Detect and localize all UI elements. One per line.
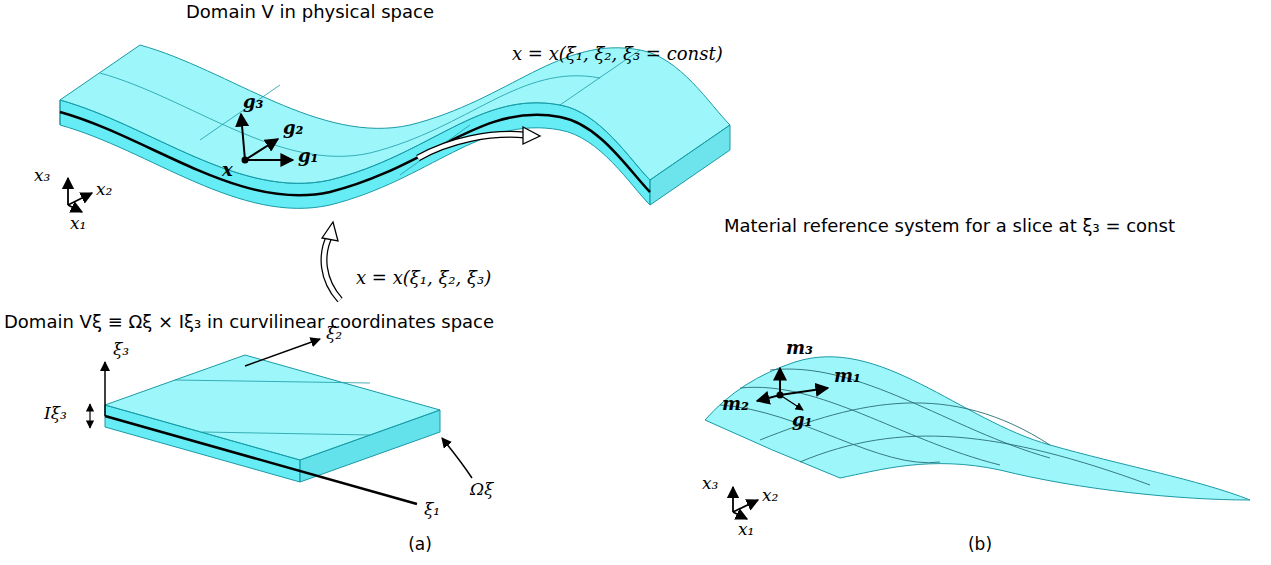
axis-label: ξ₃ xyxy=(113,340,129,360)
drawing-part xyxy=(322,222,338,241)
drawing-part xyxy=(243,158,248,163)
drawing-part xyxy=(200,50,640,175)
vector-label: g₃ xyxy=(243,92,263,113)
axis-label: ξ₂ xyxy=(326,324,342,344)
vector-label: g₁ xyxy=(298,146,318,167)
axis-label: ξ₁ xyxy=(424,500,440,520)
drawing-part xyxy=(705,357,1250,500)
dimension-label: Iξ₃ xyxy=(44,404,67,424)
axis-label: x₁ xyxy=(70,214,86,234)
drawing-part xyxy=(720,369,1150,485)
panel-title: Domain V in physical space xyxy=(186,2,434,23)
parameter-box xyxy=(90,339,472,504)
drawing-part xyxy=(324,235,340,300)
mapping-formula: x = x(ξ₁, ξ₂, ξ₃) xyxy=(356,268,491,289)
drawing-part xyxy=(779,368,781,395)
vector-label: m₃ xyxy=(786,338,813,359)
axis-label: x₃ xyxy=(34,166,50,186)
panel-title: Material reference system for a slice at… xyxy=(724,216,1175,237)
drawing-part xyxy=(732,487,734,512)
global-axes xyxy=(733,487,758,519)
panel-tag: (a) xyxy=(408,535,432,555)
vector-label: m₂ xyxy=(722,394,749,415)
mapping-formula: x = x(ξ₁, ξ₂, ξ₃ = const) xyxy=(512,44,723,65)
mapping-arrow xyxy=(322,127,540,300)
drawing-part xyxy=(523,127,540,144)
drawing-part xyxy=(650,125,730,205)
drawing-part xyxy=(418,134,525,158)
drawing-part xyxy=(245,139,278,160)
slice-surface xyxy=(705,357,1250,500)
drawing-part xyxy=(68,205,82,212)
vector-label: g₁ xyxy=(792,410,812,431)
physical-domain xyxy=(60,45,730,208)
drawing-part xyxy=(104,362,106,416)
drawing-part xyxy=(733,500,758,512)
drawing-part xyxy=(60,112,650,195)
drawing-part xyxy=(418,134,525,158)
point-label: x xyxy=(222,160,233,181)
drawing-part xyxy=(442,438,472,478)
axis-label: x₃ xyxy=(702,474,718,494)
vector-label: m₁ xyxy=(834,366,861,387)
drawing-part xyxy=(105,416,417,504)
drawing-part xyxy=(89,404,90,428)
drawing-part xyxy=(780,395,803,410)
axis-label: x₁ xyxy=(738,520,754,540)
global-axes xyxy=(68,178,92,212)
panel-title: Domain Vξ ≡ Ωξ × Iξ₃ in curvilinear coor… xyxy=(4,312,494,333)
drawing-part xyxy=(245,339,320,366)
vector-label: g₂ xyxy=(283,118,303,139)
drawing-part xyxy=(757,395,780,401)
drawing-part xyxy=(733,512,747,519)
drawing-part xyxy=(780,388,828,395)
drawing-part xyxy=(105,355,440,460)
axis-label: x₂ xyxy=(762,486,778,506)
drawing-part xyxy=(67,178,69,205)
drawing-part xyxy=(245,159,293,161)
drawing-part xyxy=(324,235,340,300)
region-label: Ωξ xyxy=(470,480,493,500)
drawing-part xyxy=(100,73,600,156)
drawing-part xyxy=(241,114,245,160)
axis-label: x₂ xyxy=(96,180,112,200)
material-vectors xyxy=(757,368,828,410)
drawing-part xyxy=(60,45,730,183)
drawing-part xyxy=(175,380,370,435)
panel-tag: (b) xyxy=(968,535,992,555)
drawing-part xyxy=(778,393,783,398)
drawing-part xyxy=(68,193,92,205)
